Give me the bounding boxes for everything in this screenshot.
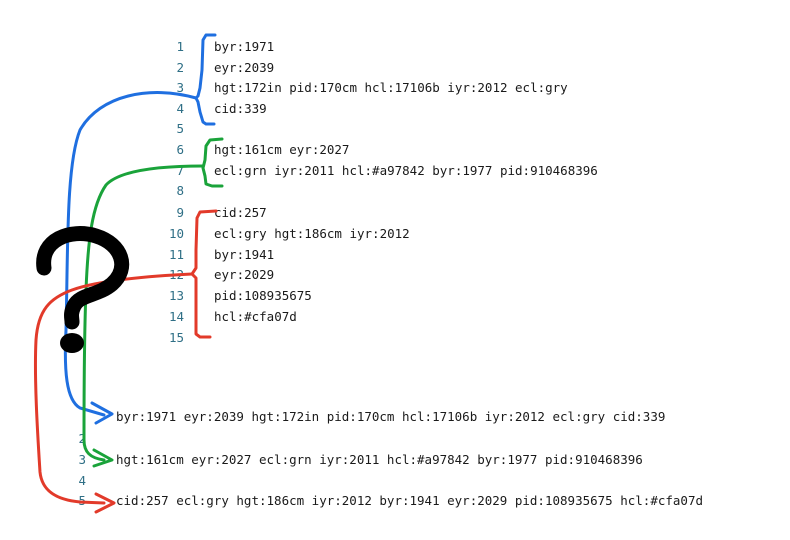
line-number: 2 [176,60,184,75]
code-line: 13 pid:108935675 [0,286,790,306]
code-line: 10 ecl:gry hgt:186cm iyr:2012 [0,224,790,244]
arrow-icon [90,401,114,425]
merged-text: hgt:161cm eyr:2027 ecl:grn iyr:2011 hcl:… [116,452,643,467]
code-line: 9 cid:257 [0,203,790,223]
red-bracket [190,209,218,339]
code-line: 15 [0,328,790,348]
line-number: 3 [78,452,86,467]
line-text: byr:1971 [214,39,275,54]
line-text: ecl:gry hgt:186cm iyr:2012 [214,226,410,241]
code-line: 2 eyr:2039 [0,58,790,78]
line-number: 7 [176,163,184,178]
line-text: eyr:2029 [214,267,275,282]
line-number: 6 [176,142,184,157]
line-number: 5 [78,493,86,508]
line-number: 10 [168,226,184,241]
line-number: 3 [176,80,184,95]
code-line: 1 byr:1971 [0,37,790,57]
merged-line: 5 cid:257 ecl:gry hgt:186cm iyr:2012 byr:… [0,491,790,511]
question-mark-icon [36,226,130,353]
code-line: 3 hgt:172in pid:170cm hcl:17106b iyr:2012… [0,78,790,98]
merged-line: 3 hgt:161cm eyr:2027 ecl:grn iyr:2011 hcl… [0,450,790,470]
green-bracket [201,137,224,188]
code-line: 8 [0,181,790,201]
line-number: 4 [78,473,86,488]
code-line: 4 cid:339 [0,99,790,119]
line-number: 13 [168,288,184,303]
code-line: 5 [0,119,790,139]
line-text: byr:1941 [214,247,275,262]
arrow-icon [94,492,116,514]
red-connector [33,272,194,505]
merged-text: cid:257 ecl:gry hgt:186cm iyr:2012 byr:1… [116,493,703,508]
line-number: 1 [176,39,184,54]
blue-bracket [194,33,217,126]
line-number: 5 [176,121,184,136]
line-text: hgt:161cm eyr:2027 [214,142,350,157]
merged-line: byr:1971 eyr:2039 hgt:172in pid:170cm hc… [0,407,790,427]
line-text: cid:339 [214,101,267,116]
line-number: 4 [176,101,184,116]
merged-text: byr:1971 eyr:2039 hgt:172in pid:170cm hc… [116,409,666,424]
code-line: 11 byr:1941 [0,245,790,265]
blue-connector [63,91,198,417]
line-text: cid:257 [214,205,267,220]
code-line: 7 ecl:grn iyr:2011 hcl:#a97842 byr:1977 p… [0,161,790,181]
line-number: 2 [78,431,86,446]
line-text: pid:108935675 [214,288,312,303]
code-line: 6 hgt:161cm eyr:2027 [0,140,790,160]
line-number: 14 [168,309,184,324]
arrow-icon [92,448,114,468]
merged-line: 2 [0,429,790,449]
line-text: hcl:#cfa07d [214,309,297,324]
line-number: 9 [176,205,184,220]
code-line: 14 hcl:#cfa07d [0,307,790,327]
line-text: ecl:grn iyr:2011 hcl:#a97842 byr:1977 pi… [214,163,598,178]
line-number: 11 [168,247,184,262]
line-text: eyr:2039 [214,60,275,75]
line-number: 15 [168,330,184,345]
line-text: hgt:172in pid:170cm hcl:17106b iyr:2012 … [214,80,568,95]
merged-line: 4 [0,471,790,491]
line-number: 8 [176,183,184,198]
